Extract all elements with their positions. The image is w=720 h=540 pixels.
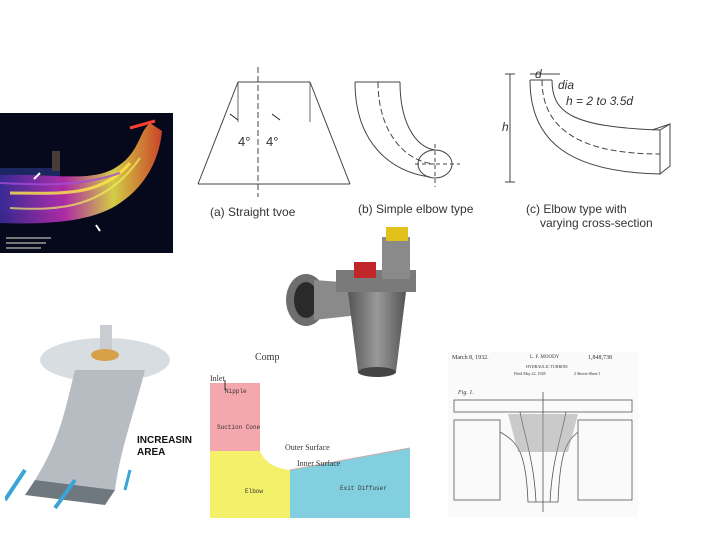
increasing-area-label-2: AREA [137, 447, 166, 458]
draft-tube-components-diagram: Comp Inlet Nipple Suction Cone Outer Sur… [205, 348, 420, 523]
patent-filed: Filed May 22, 1928 [514, 371, 546, 376]
tube-render-graphic [3, 325, 170, 510]
straight-caption: (a) Straight tvoe [210, 205, 296, 219]
varying-caption-line2: varying cross-section [540, 216, 653, 230]
patent-number: 1,848,738 [588, 355, 612, 361]
inner-surface-label: Inner Surface [297, 459, 341, 468]
elbow-label: Elbow [245, 488, 264, 495]
dim-dia-label: dia [558, 78, 575, 92]
simple-elbow-caption: (b) Simple elbow type [358, 202, 474, 216]
cfd-flow-graphic [0, 113, 173, 253]
patent-subject: HYDRAULIC TURBINE [526, 364, 568, 369]
patent-inventor: L. F. MOODY [530, 355, 560, 360]
nipple-label: Nipple [225, 388, 247, 395]
inlet-label: Inlet [210, 374, 225, 383]
outer-surface-label: Outer Surface [285, 443, 330, 452]
dim-h-label: h [502, 120, 509, 134]
suction-cone-label: Suction Cone [217, 424, 261, 431]
draft-tube-types-lines [197, 67, 671, 197]
varying-elbow-draft-tube [505, 73, 671, 183]
increasing-area-render: INCREASIN AREA [3, 320, 192, 510]
dim-d-label: d [535, 67, 542, 81]
increasing-area-label-1: INCREASIN [137, 435, 193, 446]
turbine-render-image [278, 222, 438, 387]
straight-angle-left: 4° [238, 134, 251, 149]
straight-angle-right: 4° [266, 134, 279, 149]
cfd-flow-image [0, 113, 173, 253]
exit-diffuser-label: Exit Diffuser [340, 485, 387, 492]
patent-sheets: 2 Sheets-Sheet 1 [574, 371, 601, 376]
patent-lines [453, 392, 633, 512]
height-formula: h = 2 to 3.5d [566, 94, 634, 108]
turbine-graphic [286, 227, 416, 377]
simple-elbow-draft-tube [354, 81, 460, 187]
straight-draft-tube [197, 67, 351, 197]
patent-drawing: March 8, 1932. L. F. MOODY 1,848,738 HYD… [448, 352, 638, 517]
components-shapes [210, 380, 411, 518]
components-title: Comp [255, 352, 280, 363]
varying-caption-line1: (c) Elbow type with [526, 202, 627, 216]
patent-date: March 8, 1932. [452, 355, 489, 361]
patent-fig: Fig. 1. [458, 390, 474, 396]
draft-tube-types-diagram: 4° 4° (a) Straight tvoe (b) Simple elbow… [190, 62, 710, 237]
